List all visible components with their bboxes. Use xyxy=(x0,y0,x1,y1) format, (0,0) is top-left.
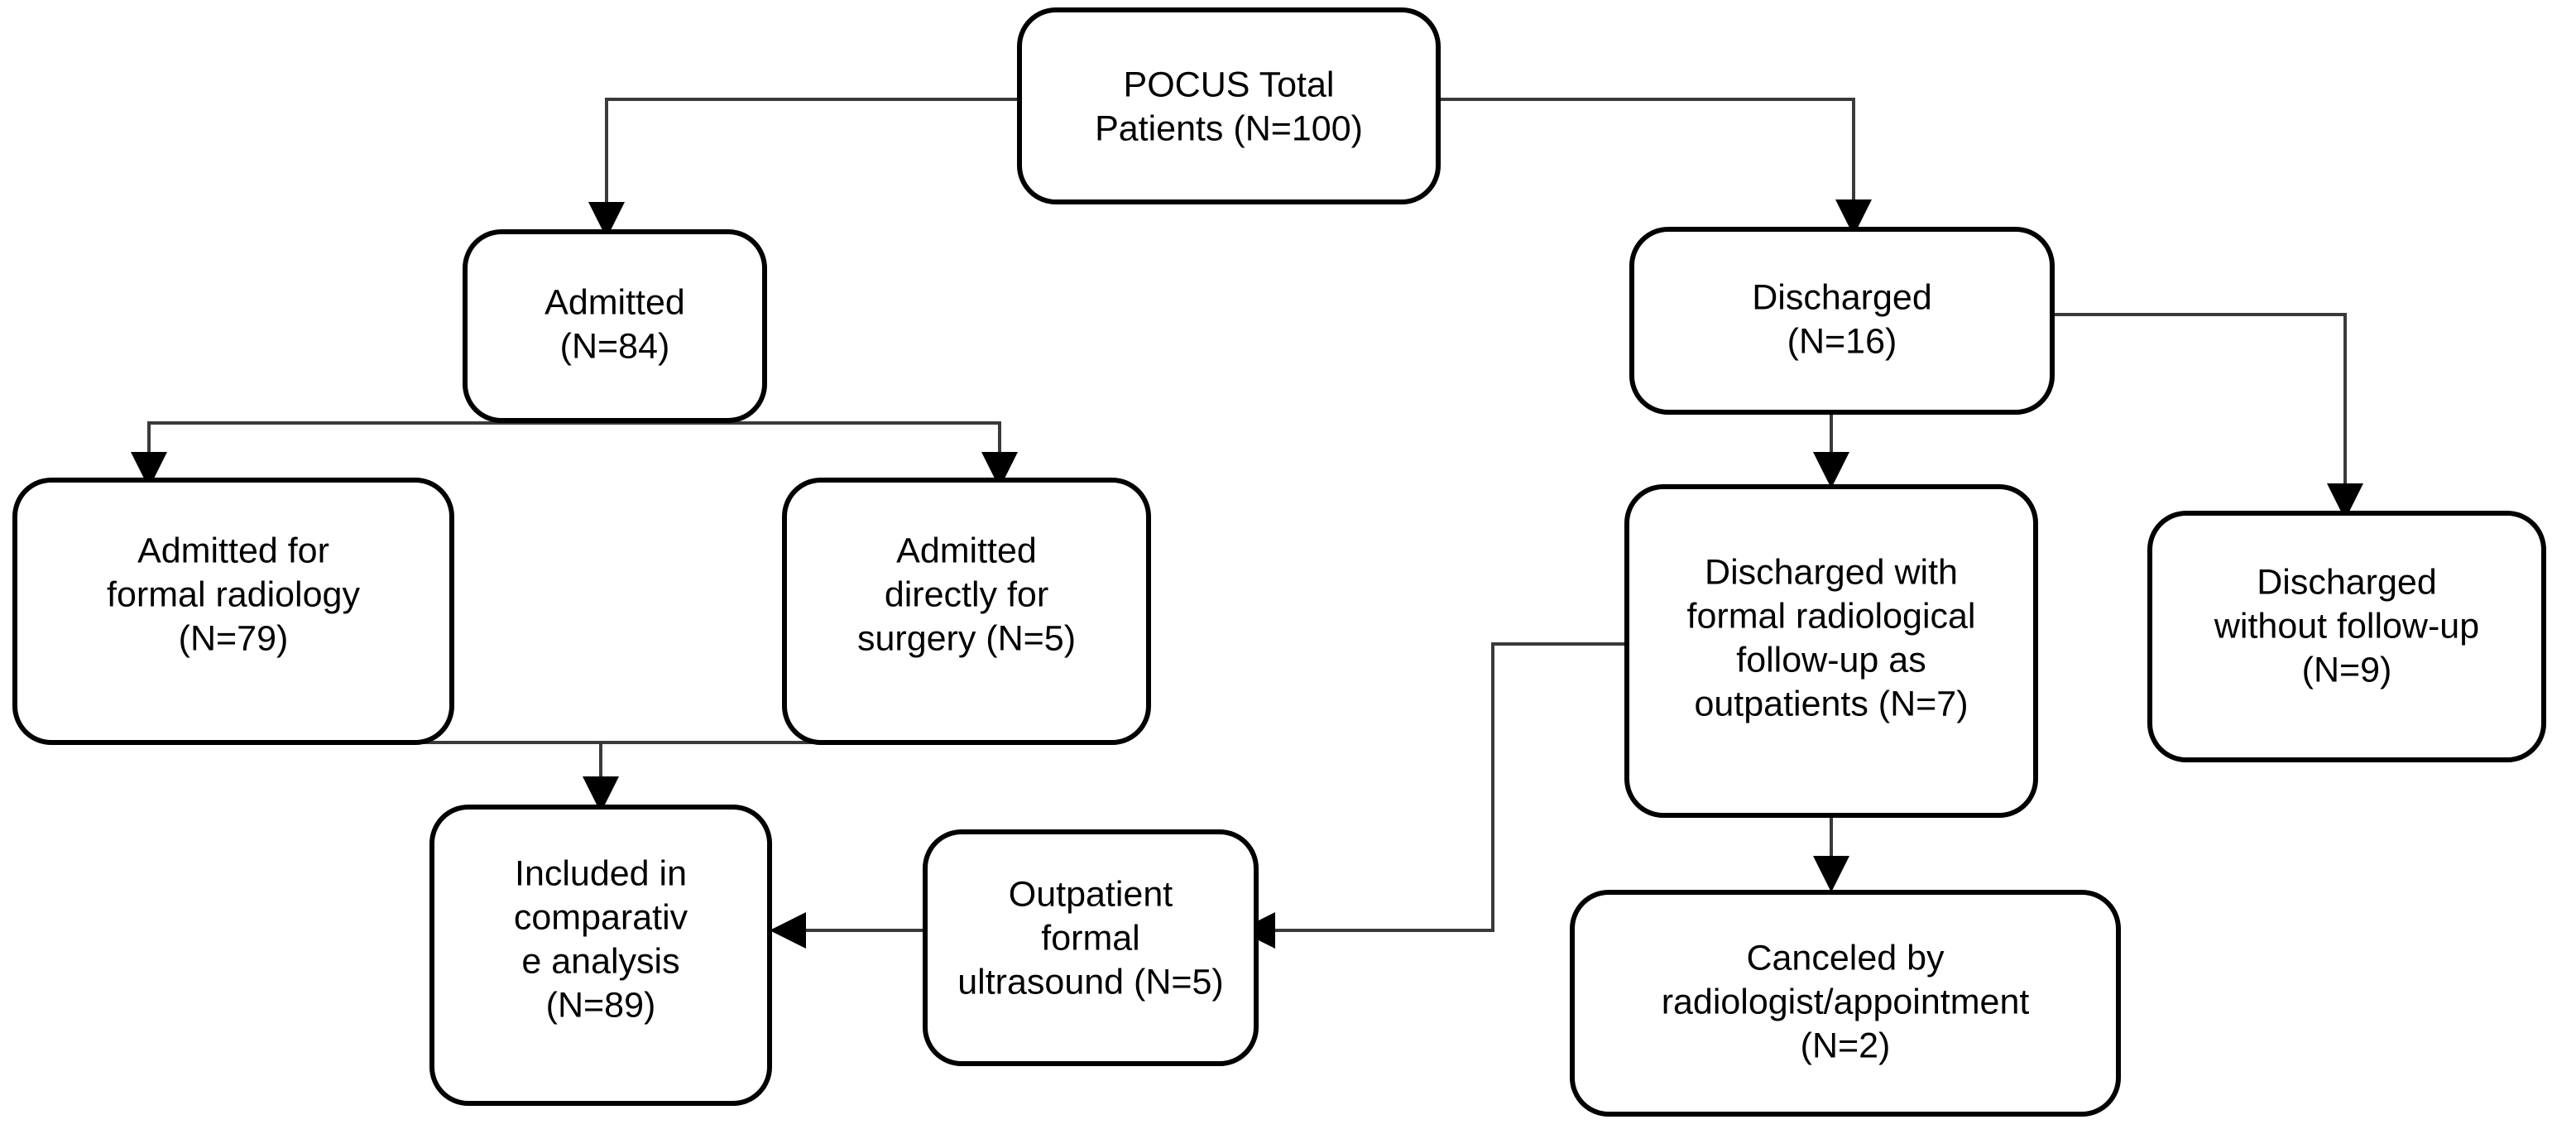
node-outpatient-formal-ultrasound-line-2: ultrasound (N=5) xyxy=(957,962,1223,1002)
node-discharged-with-formal-radiological-followup-line-0: Discharged with xyxy=(1705,552,1958,592)
node-discharged-without-followup[interactable]: Discharged without follow-up (N=9) xyxy=(2147,511,2546,762)
node-outpatient-formal-ultrasound-line-1: formal xyxy=(1041,918,1139,958)
node-included-in-comparative-analysis-box[interactable] xyxy=(429,805,772,1106)
node-admitted-line-0: Admitted xyxy=(544,282,685,322)
node-admitted-directly-for-surgery-line-0: Admitted xyxy=(896,531,1037,570)
node-layer: POCUS Total Patients (N=100) Admitted (N… xyxy=(12,7,2546,1117)
node-outpatient-formal-ultrasound-box[interactable] xyxy=(923,829,1259,1066)
node-discharged-with-formal-radiological-followup-box[interactable] xyxy=(1624,484,2038,818)
node-admitted-for-formal-radiology-line-2: (N=79) xyxy=(179,618,289,658)
node-admitted-box[interactable] xyxy=(463,229,767,423)
node-discharged-with-formal-radiological-followup[interactable]: Discharged with formal radiological foll… xyxy=(1624,484,2038,818)
node-admitted-directly-for-surgery-line-1: directly for xyxy=(885,574,1048,614)
node-admitted-directly-for-surgery-line-2: surgery (N=5) xyxy=(857,618,1076,658)
node-admitted-for-formal-radiology-line-0: Admitted for xyxy=(137,531,329,570)
node-included-in-comparative-analysis-line-3: (N=89) xyxy=(546,985,656,1025)
node-included-in-comparative-analysis-line-0: Included in xyxy=(515,853,687,893)
edge-outpatient-us-to-included xyxy=(770,912,927,949)
edge-followup-to-outpatient-us xyxy=(1239,642,1627,949)
node-admitted-for-formal-radiology[interactable]: Admitted for formal radiology (N=79) xyxy=(12,478,454,745)
node-discharged-box[interactable] xyxy=(1629,227,2055,415)
node-discharged-without-followup-line-0: Discharged xyxy=(2257,562,2437,602)
node-admitted-line-1: (N=84) xyxy=(560,326,670,366)
node-admitted-for-formal-radiology-box[interactable] xyxy=(12,478,454,745)
node-included-in-comparative-analysis-line-1: comparativ xyxy=(514,897,688,937)
node-canceled-by-radiologist-appointment-line-0: Canceled by xyxy=(1746,938,1945,978)
node-discharged-with-formal-radiological-followup-line-3: outpatients (N=7) xyxy=(1694,684,1968,723)
node-canceled-by-radiologist-appointment-box[interactable] xyxy=(1570,890,2121,1117)
node-pocus-total-patients-line-1: Patients (N=100) xyxy=(1095,108,1363,148)
node-pocus-total-patients-box[interactable] xyxy=(1017,7,1441,204)
node-admitted-directly-for-surgery-box[interactable] xyxy=(782,478,1151,745)
node-included-in-comparative-analysis-line-2: e analysis xyxy=(521,941,679,981)
edge-pocus-to-discharged xyxy=(1438,98,1872,236)
node-outpatient-formal-ultrasound-line-0: Outpatient xyxy=(1009,874,1173,914)
edge-pocus-to-admitted xyxy=(588,98,1019,238)
node-discharged-without-followup-line-2: (N=9) xyxy=(2302,650,2392,690)
node-discharged-without-followup-box[interactable] xyxy=(2147,511,2546,762)
node-discharged-with-formal-radiological-followup-line-1: formal radiological xyxy=(1687,596,1976,636)
edge-discharged-to-no-followup xyxy=(2052,313,2363,520)
node-admitted-directly-for-surgery[interactable]: Admitted directly for surgery (N=5) xyxy=(782,478,1151,745)
node-included-in-comparative-analysis[interactable]: Included in comparativ e analysis (N=89) xyxy=(429,805,772,1106)
node-discharged-line-1: (N=16) xyxy=(1787,321,1897,361)
node-canceled-by-radiologist-appointment-line-1: radiologist/appointment xyxy=(1662,982,2030,1021)
edge-admitted-group-to-included xyxy=(149,741,1000,813)
edge-followup-to-canceled xyxy=(1813,815,1849,892)
node-discharged[interactable]: Discharged (N=16) xyxy=(1629,227,2055,415)
node-discharged-without-followup-line-1: without follow-up xyxy=(2214,606,2479,646)
node-outpatient-formal-ultrasound[interactable]: Outpatient formal ultrasound (N=5) xyxy=(923,829,1259,1066)
node-pocus-total-patients-line-0: POCUS Total xyxy=(1124,65,1335,104)
edge-discharged-to-followup xyxy=(1813,412,1849,488)
node-canceled-by-radiologist-appointment-line-2: (N=2) xyxy=(1801,1026,1891,1065)
node-discharged-line-0: Discharged xyxy=(1752,277,1932,317)
node-admitted-for-formal-radiology-line-1: formal radiology xyxy=(107,574,360,614)
node-discharged-with-formal-radiological-followup-line-2: follow-up as xyxy=(1736,640,1926,680)
node-admitted[interactable]: Admitted (N=84) xyxy=(463,229,767,423)
node-canceled-by-radiologist-appointment[interactable]: Canceled by radiologist/appointment (N=2… xyxy=(1570,890,2121,1117)
node-pocus-total-patients[interactable]: POCUS Total Patients (N=100) xyxy=(1017,7,1441,204)
